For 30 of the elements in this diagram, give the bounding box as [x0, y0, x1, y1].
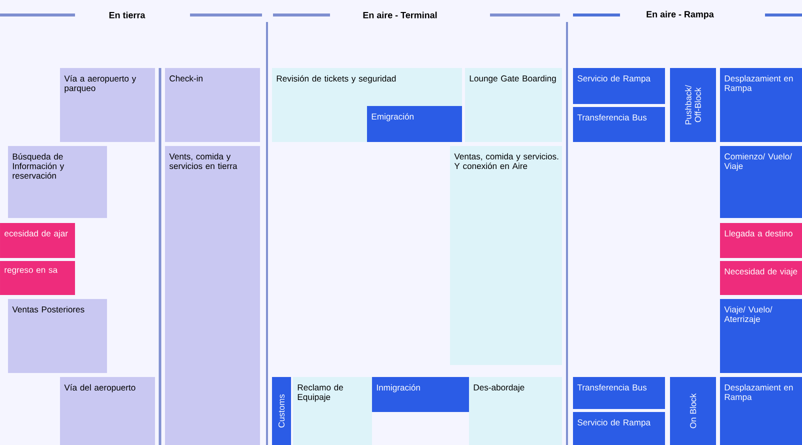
process-box: Servicio de Rampa [573, 412, 665, 445]
process-box: Des-abordaje [469, 377, 562, 445]
process-box: Reclamo de Equipaje [293, 377, 372, 445]
process-box: Ventas Posteriores [8, 299, 107, 373]
process-box: Servicio de Rampa [573, 68, 665, 104]
process-box: Viaje/ Vuelo/ Aterrizaje [720, 299, 802, 373]
section-heading: En tierra [109, 12, 146, 18]
process-box: Vents, comida y servicios en tierra [165, 146, 260, 445]
process-box: Desplazamient en Rampa [720, 68, 802, 142]
process-box: Comienzo/ Vuelo/ Viaje [720, 146, 802, 218]
process-box: ecesidad de ajar [0, 223, 75, 258]
process-box: Necesidad de viaje [720, 261, 802, 295]
process-box: regreso en sa [0, 261, 75, 295]
section-heading: En aire - Terminal [363, 12, 437, 18]
process-box: Transferencia Bus [573, 377, 665, 409]
process-box: Vía a aeropuerto y parqueo [60, 68, 155, 142]
process-box: Búsqueda de Información y reservación [8, 146, 107, 218]
process-box: Ventas, comida y servicios. Y conexión en Aire [450, 146, 562, 365]
process-box: Check-in [165, 68, 260, 142]
process-box: Transferencia Bus [573, 107, 665, 142]
section-heading: En aire - Rampa [646, 10, 714, 20]
process-box: On Block [670, 377, 716, 445]
process-box: Vía del aeropuerto [60, 377, 155, 445]
process-box: Emigración [367, 106, 462, 142]
process-box: Inmigración [372, 377, 469, 412]
process-box: Desplazamient en Rampa [720, 377, 802, 445]
process-box: Lounge Gate Boarding [465, 68, 562, 142]
process-box: Customs [272, 377, 291, 445]
process-box: Llegada a destino [720, 223, 802, 258]
process-box: Pushback/ Off-Block [670, 68, 716, 142]
